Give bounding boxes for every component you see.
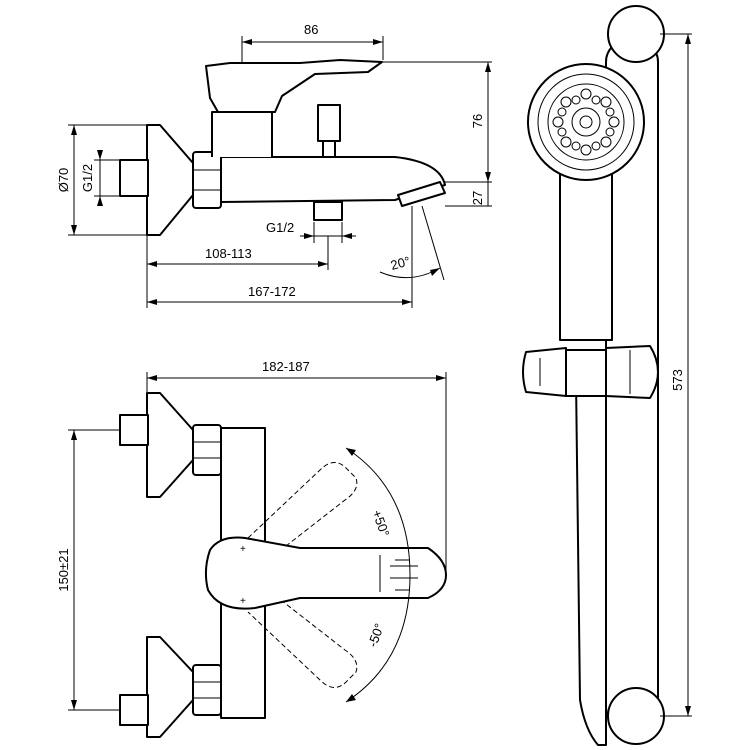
front-nut-upper — [192, 424, 222, 476]
side-rosette — [146, 124, 194, 236]
side-lever — [205, 59, 383, 113]
dim-inlet-thread: G1/2 — [80, 164, 95, 192]
front-view: + + 182-187 150±21 +50° -50° — [56, 359, 447, 738]
side-nut — [192, 151, 222, 209]
front-lever — [204, 536, 447, 610]
side-diverter-knob — [317, 104, 341, 142]
lever-up-position — [247, 462, 358, 561]
front-inlet-upper — [119, 414, 149, 446]
dim-body-height: 76 — [470, 114, 485, 128]
front-rosette-lower — [146, 636, 194, 738]
side-inlet-pipe — [119, 159, 149, 197]
dim-lever-up: +50° — [369, 508, 392, 539]
dim-spout-angle: 20° — [389, 253, 412, 273]
slider-holder — [522, 347, 567, 397]
dim-inlet-spacing: 150±21 — [56, 548, 71, 591]
side-cartridge — [211, 111, 273, 157]
dim-wall-to-spout: 167-172 — [248, 284, 296, 299]
side-view: 86 76 27 Ø70 G1/2 G1/2 — [56, 22, 492, 308]
front-rosette-upper — [146, 392, 194, 498]
shower-hose — [575, 379, 607, 746]
dim-lever-depth: 86 — [304, 22, 318, 37]
dim-outlet-thread: G1/2 — [266, 220, 294, 235]
lever-down-position — [247, 589, 358, 688]
dim-rosette-diameter: Ø70 — [56, 168, 71, 193]
dim-wall-to-outlet: 108-113 — [205, 246, 252, 261]
front-nut-lower — [192, 664, 222, 716]
dim-spout-drop: 27 — [470, 191, 485, 205]
hand-shower-head — [527, 63, 645, 181]
dim-rail-length: 573 — [670, 369, 685, 391]
front-inlet-lower — [119, 694, 149, 726]
rail-bracket-top — [607, 5, 665, 63]
side-spout-outlet — [397, 181, 446, 207]
slider-clamp — [565, 349, 607, 397]
svg-text:+: + — [240, 596, 246, 607]
dim-lever-down: -50° — [365, 621, 387, 649]
dim-front-width: 182-187 — [262, 359, 310, 374]
side-bottom-outlet — [313, 201, 343, 221]
svg-text:+: + — [240, 544, 246, 555]
rail-bracket-bottom — [607, 687, 665, 745]
shower-set: 573 — [522, 5, 692, 746]
